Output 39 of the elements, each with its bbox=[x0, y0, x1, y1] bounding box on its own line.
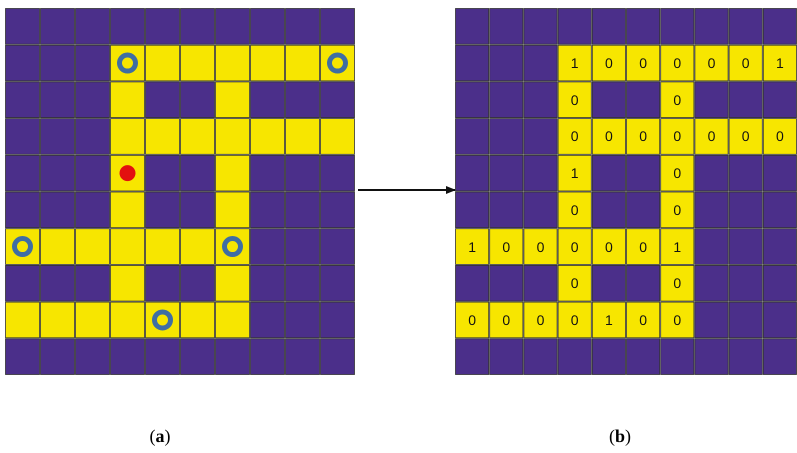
cell-value: 0 bbox=[570, 200, 580, 220]
cell-value: 1 bbox=[570, 54, 580, 74]
cell-value: 1 bbox=[774, 54, 785, 74]
cell-value: 1 bbox=[672, 238, 682, 257]
cell-value: 0 bbox=[570, 238, 580, 257]
cell-value: 0 bbox=[706, 127, 716, 146]
cell-value: 0 bbox=[604, 54, 614, 74]
cell-value: 0 bbox=[638, 127, 648, 146]
cell-value: 0 bbox=[604, 127, 614, 146]
cell-value: 0 bbox=[570, 127, 580, 146]
cell-value: 0 bbox=[638, 238, 648, 257]
cell-value: 0 bbox=[467, 310, 477, 330]
panel-caption: (b) bbox=[608, 426, 632, 447]
cell-value: 0 bbox=[501, 310, 512, 330]
cell-value: 0 bbox=[706, 54, 716, 74]
cell-value: 0 bbox=[604, 238, 614, 257]
cell-value: 0 bbox=[672, 200, 682, 220]
panel-caption: (a) bbox=[148, 426, 172, 447]
cell-value: 0 bbox=[570, 274, 580, 294]
cell-value: 0 bbox=[740, 127, 751, 146]
cell-value: 0 bbox=[672, 90, 682, 110]
cell-value: 0 bbox=[501, 238, 512, 257]
cell-value: 0 bbox=[672, 310, 682, 330]
arrow bbox=[358, 186, 456, 194]
cell-value: 0 bbox=[638, 54, 648, 74]
cell-value: 0 bbox=[672, 127, 682, 146]
cell-value: 0 bbox=[638, 310, 648, 330]
cell-value: 0 bbox=[672, 274, 682, 294]
cell-value: 0 bbox=[536, 238, 546, 257]
cell-value: 0 bbox=[570, 310, 580, 330]
cell-value: 1 bbox=[467, 238, 477, 257]
cell-value: 0 bbox=[536, 310, 546, 330]
cell-value: 1 bbox=[604, 310, 614, 330]
cell-value: 0 bbox=[740, 54, 751, 74]
cell-value: 1 bbox=[570, 164, 580, 184]
cell-value: 0 bbox=[672, 54, 682, 74]
cell-value: 0 bbox=[672, 164, 682, 184]
cell-value: 0 bbox=[570, 90, 580, 110]
cell-value: 0 bbox=[774, 127, 785, 146]
